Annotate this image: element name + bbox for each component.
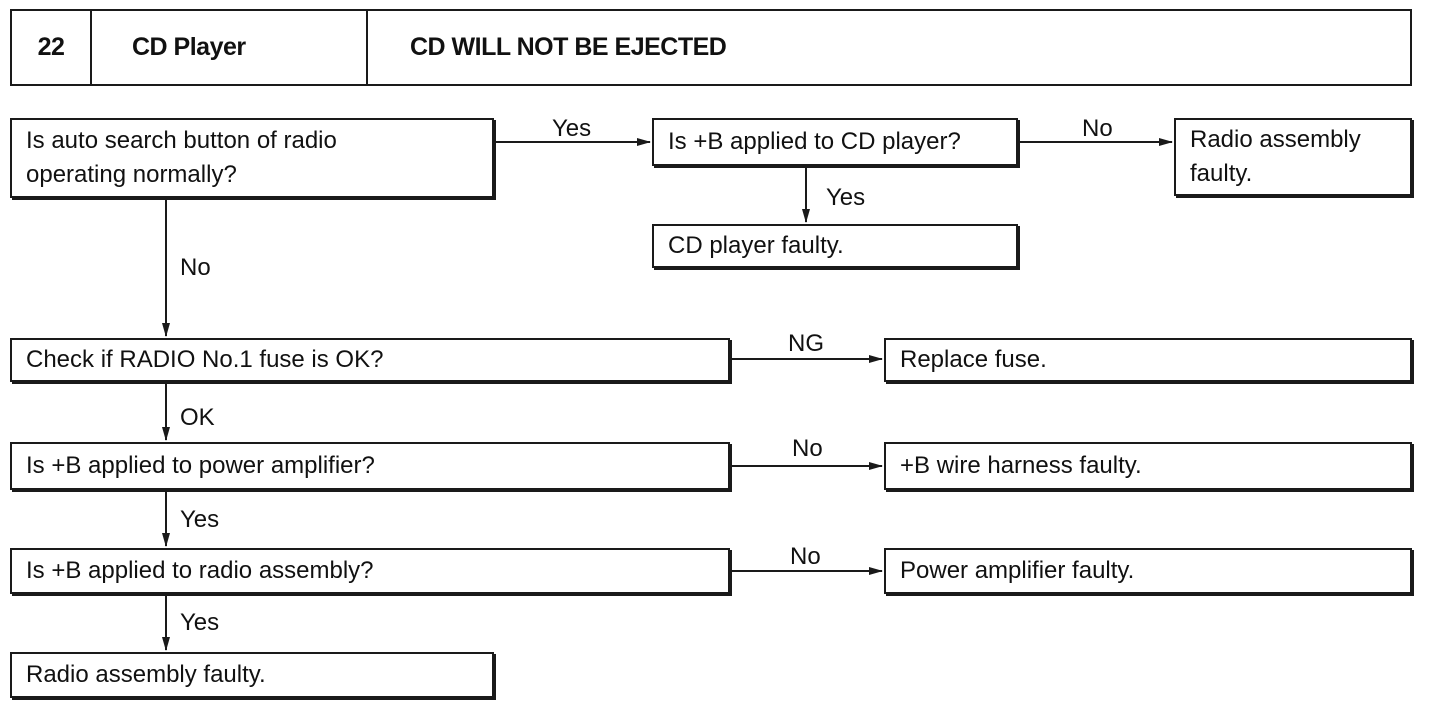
header-number: 22 (12, 11, 92, 84)
label-radio-yes: Yes (180, 609, 220, 636)
node-power-amp-faulty: Power amplifier faulty. (884, 548, 1412, 594)
node-radio-faulty-top: Radio assembly faulty. (1174, 118, 1412, 196)
node-wire-harness-faulty: +B wire harness faulty. (884, 442, 1412, 490)
node-b-power-amp-check: Is +B applied to power amplifier? (10, 442, 730, 490)
header-symptom: CD WILL NOT BE EJECTED (410, 33, 727, 61)
label-cd-yes: Yes (826, 184, 866, 211)
header-table: 22 CD Player CD WILL NOT BE EJECTED (10, 9, 1412, 86)
node-auto-search-check: Is auto search button of radio operating… (10, 118, 494, 198)
label-radio-no: No (790, 543, 821, 570)
node-cd-player-faulty: CD player faulty. (652, 224, 1018, 268)
label-amp-no: No (792, 435, 823, 462)
node-radio-faulty-bottom: Radio assembly faulty. (10, 652, 494, 698)
node-replace-fuse: Replace fuse. (884, 338, 1412, 382)
label-cd-no: No (1082, 115, 1113, 142)
label-auto-yes: Yes (552, 115, 592, 142)
node-b-cd-player-check: Is +B applied to CD player? (652, 118, 1018, 166)
label-fuse-ng: NG (788, 330, 824, 357)
label-fuse-ok: OK (180, 404, 215, 431)
node-b-radio-assembly-check: Is +B applied to radio assembly? (10, 548, 730, 594)
header-system: CD Player (92, 11, 368, 84)
label-amp-yes: Yes (180, 506, 220, 533)
node-fuse-check: Check if RADIO No.1 fuse is OK? (10, 338, 730, 382)
label-auto-no: No (180, 254, 211, 281)
